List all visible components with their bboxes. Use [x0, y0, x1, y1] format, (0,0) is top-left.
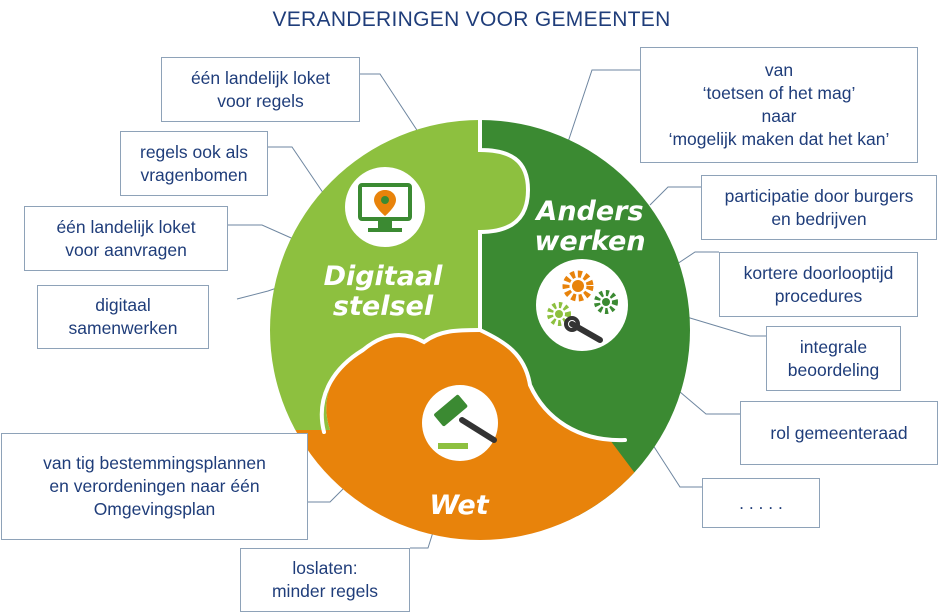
- box-participatie: participatie door burgers en bedrijven: [701, 175, 937, 240]
- connector-vragenbomen: [268, 146, 331, 204]
- box-loket-aanvragen: één landelijk loket voor aanvragen: [24, 206, 228, 271]
- connector-toetsen: [561, 69, 640, 161]
- segment-label-wet: Wet: [429, 490, 489, 521]
- divider-digitaal-anders: [478, 116, 531, 332]
- connector-integrale: [669, 311, 766, 337]
- box-integrale: integrale beoordeling: [766, 326, 901, 391]
- box-doorlooptijd: kortere doorlooptijd procedures: [719, 252, 918, 317]
- box-gemeenteraad: rol gemeenteraad: [740, 401, 938, 465]
- connector-participatie: [649, 186, 701, 206]
- connector-loket-regels: [360, 73, 431, 151]
- box-loslaten: loslaten: minder regels: [240, 548, 410, 612]
- box-loket-regels: één landelijk loket voor regels: [161, 57, 360, 122]
- gears-wrench-icon: [536, 259, 628, 351]
- box-dots: . . . . .: [702, 478, 820, 528]
- divider-wet-anders: [478, 328, 627, 443]
- box-omgevingsplan: van tig bestemmingsplannen en verordenin…: [1, 433, 308, 540]
- gavel-icon: [422, 385, 498, 461]
- diagram-title: VERANDERINGEN VOOR GEMEENTEN: [272, 8, 671, 31]
- divider-digitaal-wet: [319, 328, 482, 434]
- monitor-location-icon: [345, 167, 425, 247]
- box-samenwerken: digitaal samenwerken: [37, 285, 209, 349]
- segment-dividers: [319, 116, 627, 443]
- segment-label-digitaal: Digitaal stelsel: [323, 261, 443, 322]
- box-vragenbomen: regels ook als vragenbomen: [120, 131, 268, 196]
- segment-label-anders: Anders werken: [534, 196, 646, 257]
- box-toetsen: van ‘toetsen of het mag’ naar ‘mogelijk …: [640, 47, 918, 163]
